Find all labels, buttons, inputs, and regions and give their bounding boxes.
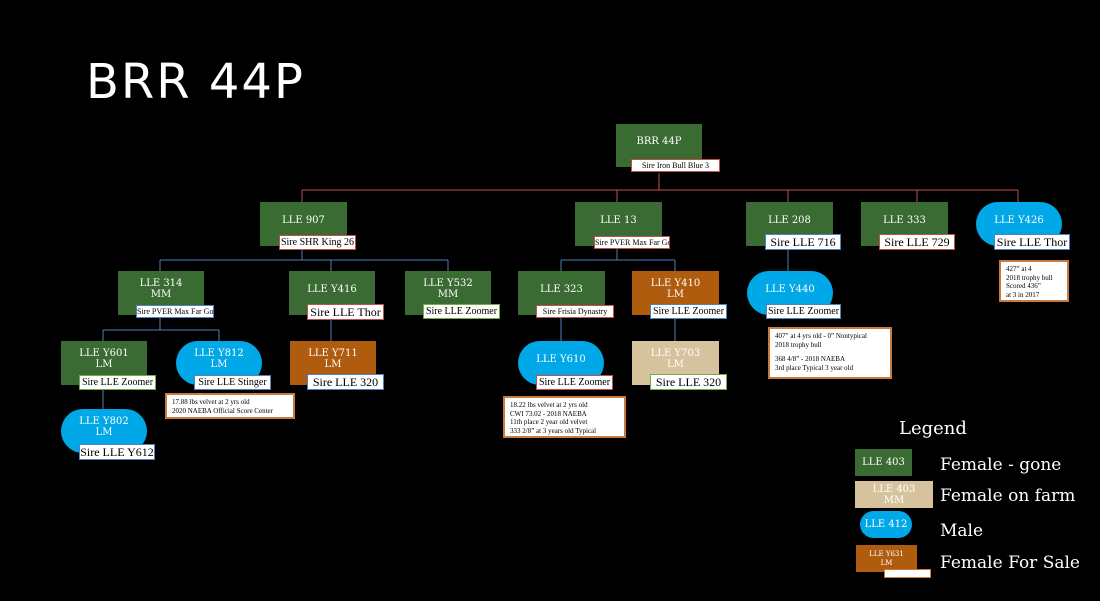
sire-label-lle-y610: Sire LLE Zoomer [536, 375, 613, 390]
legend-swatch-female-gone: LLE 403 [855, 449, 912, 476]
sire-label-lle-y812: Sire LLE Stinger [194, 375, 271, 390]
page-title: BRR 44P [86, 54, 305, 110]
legend-label-female-on-farm: Female on farm [940, 486, 1076, 506]
sire-label-lle-13: Sire PVER Max Far Go [594, 236, 672, 249]
sire-label-lle-y601: Sire LLE Zoomer [79, 375, 156, 390]
sire-label-lle-y711: Sire LLE 320 [307, 374, 384, 390]
sire-label-lle-y410: Sire LLE Zoomer [650, 304, 727, 319]
sire-label-lle-907: Sire SHR King 26 [279, 235, 356, 250]
legend-swatch-female-for-sale: LLE Y631 LM [856, 545, 917, 572]
sire-label-lle-323: Sire Frisia Dynastry [536, 305, 614, 318]
sire-label-lle-208: Sire LLE 716 [765, 234, 841, 250]
sire-label-lle-y703: Sire LLE 320 [650, 374, 727, 390]
legend-title: Legend [899, 418, 967, 439]
sire-label-lle-314: Sire PVER Max Far Go [136, 305, 214, 318]
legend-label-female-gone: Female - gone [940, 455, 1062, 475]
sire-label-lle-y532: Sire LLE Zoomer [423, 304, 500, 319]
sire-label-lle-y416: Sire LLE Thor [307, 304, 384, 320]
sire-label-lle-y426: Sire LLE Thor [994, 234, 1070, 250]
sire-label-lle-y802: Sire LLE Y612 [79, 444, 155, 460]
legend-label-male: Male [940, 521, 984, 541]
legend-swatch-male: LLE 412 [860, 511, 912, 538]
legend-swatch-female-on-farm: LLE 403 MM [855, 481, 933, 508]
sire-label-lle-y440: Sire LLE Zoomer [766, 304, 841, 319]
legend-swatch-sire-box [884, 569, 931, 578]
sire-label-brr-44p: Sire Iron Bull Blue 3 [631, 159, 720, 172]
sire-label-lle-333: Sire LLE 729 [879, 234, 955, 250]
legend-label-female-for-sale: Female For Sale [940, 553, 1080, 573]
